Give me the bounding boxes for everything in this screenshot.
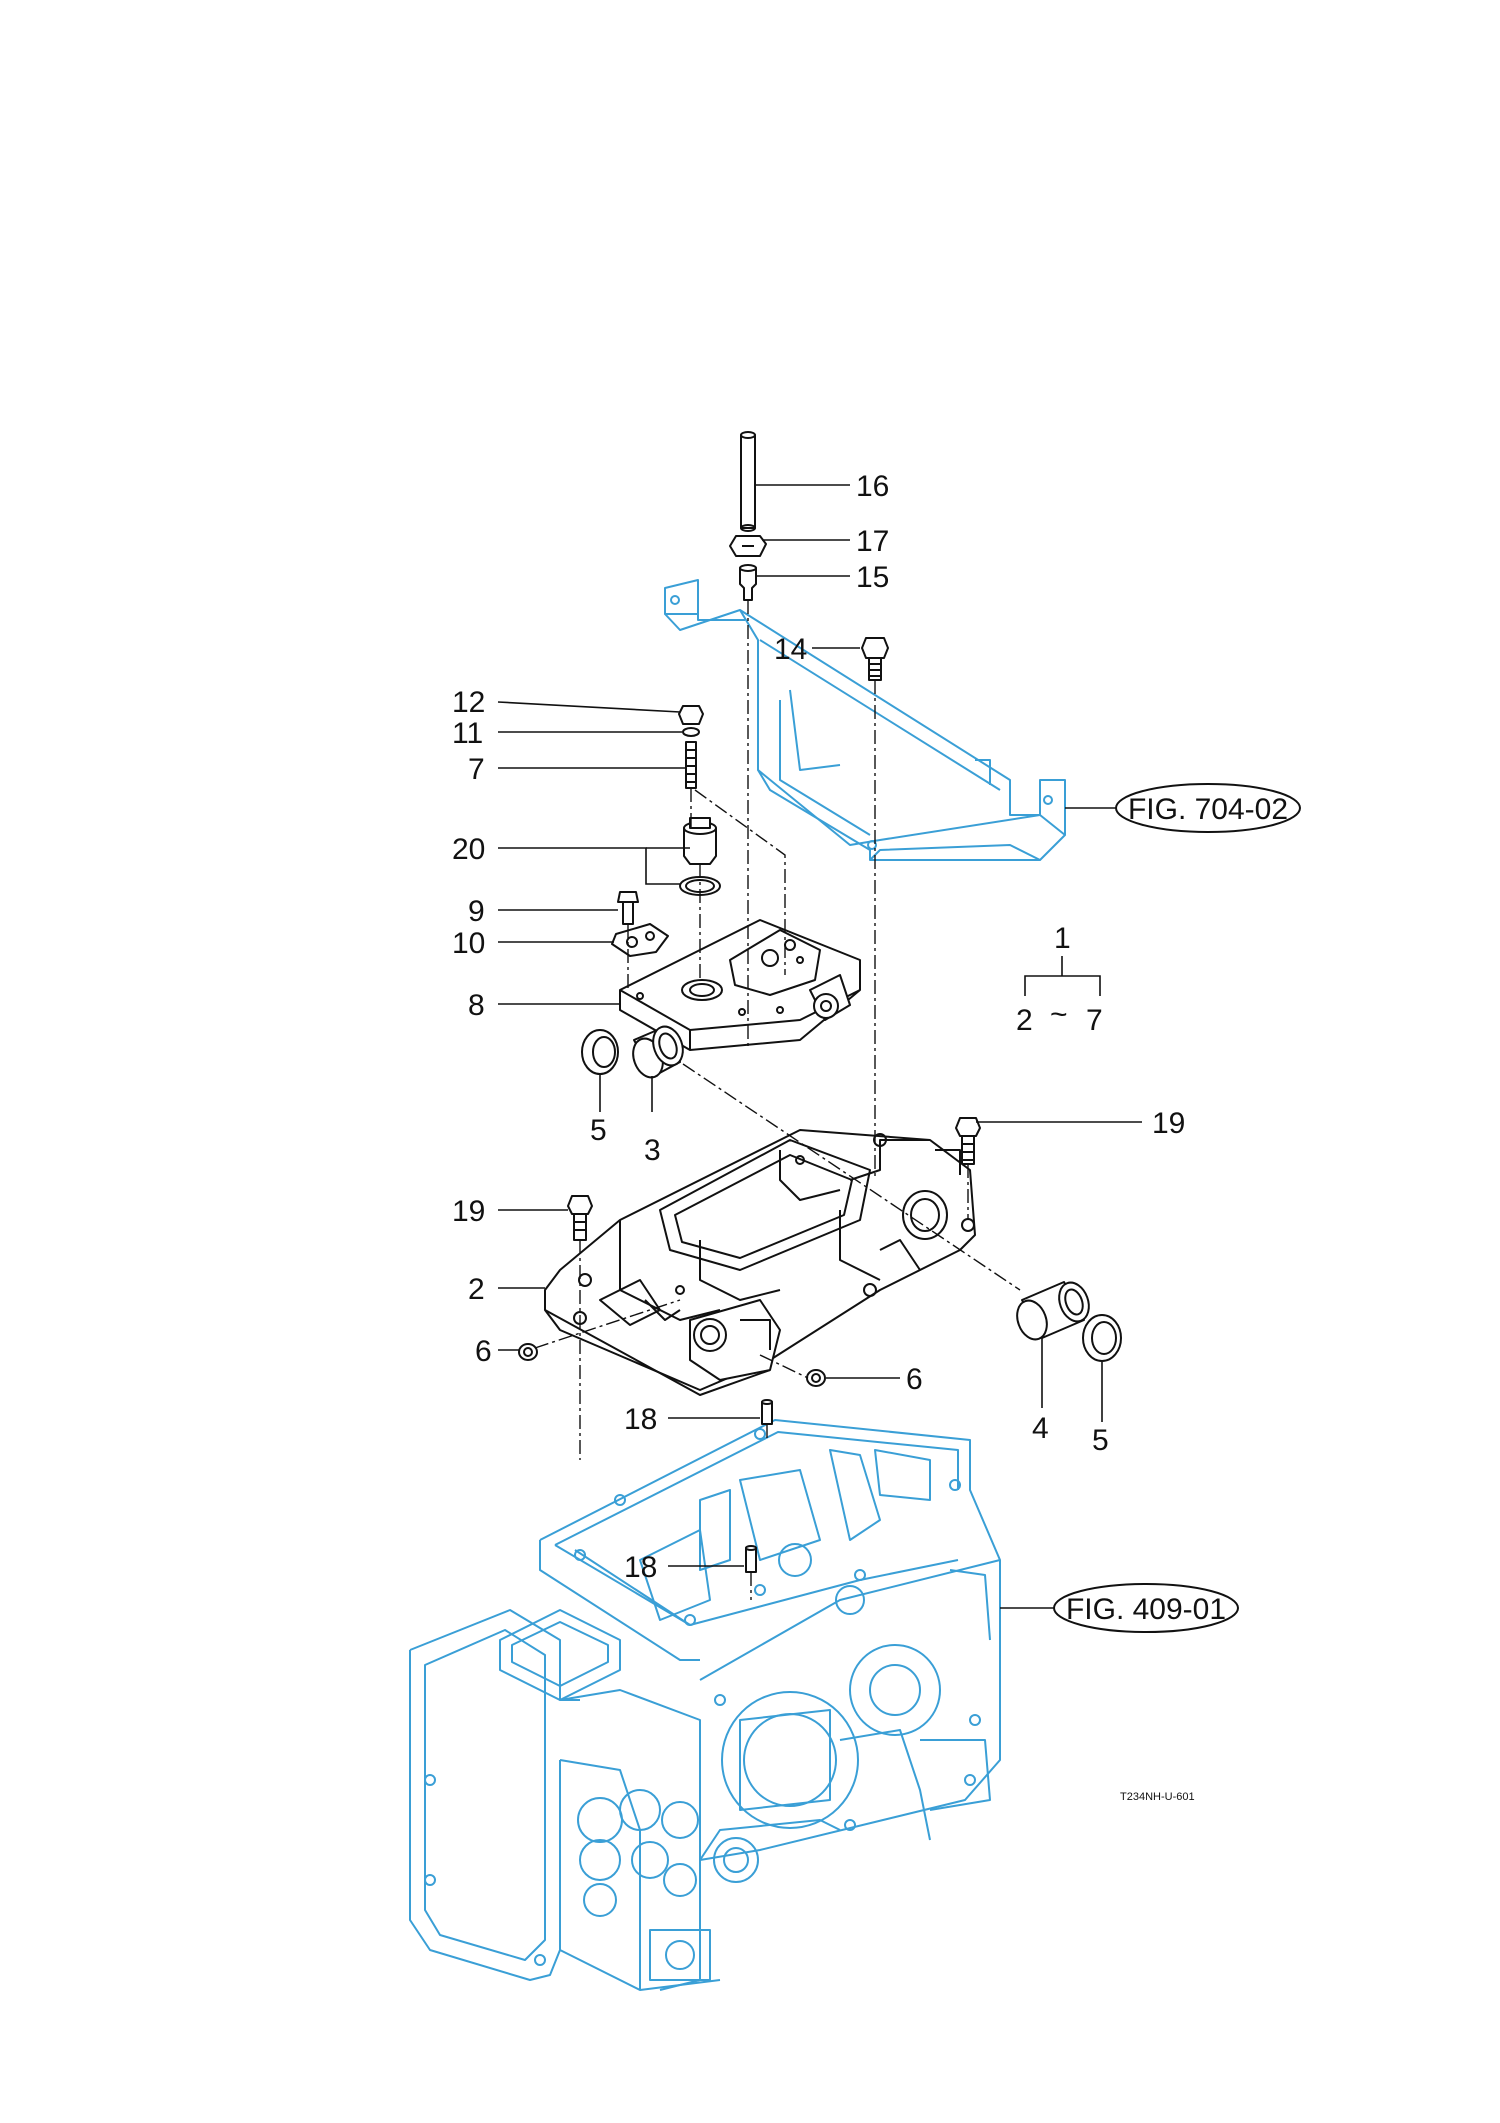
assembly-group-indicator: 1 2 ~ 7 (1016, 922, 1103, 1037)
assembly-range-to: 7 (1086, 1004, 1103, 1037)
part-5-seal-upper (581, 1029, 619, 1075)
callout-17: 17 (856, 525, 889, 558)
callout-19-left: 19 (452, 1195, 485, 1228)
part-10-plate (611, 923, 669, 957)
callout-labels: 16 17 15 14 12 11 7 20 9 10 8 5 3 19 19 … (452, 470, 1185, 1584)
part-4-bushing (1016, 1281, 1090, 1341)
part-2-housing (544, 1129, 976, 1396)
part-9-bolt (617, 891, 639, 925)
drawing-code: T234NH-U-601 (1120, 1791, 1195, 1803)
part-14-bolt (861, 637, 889, 681)
alignment-lines (534, 600, 1021, 1600)
figure-ref-case-text: FIG. 409-01 (1066, 1593, 1226, 1626)
callout-9: 9 (468, 895, 485, 928)
frame-bracket-reference (664, 579, 1066, 861)
leader-lines (497, 484, 1142, 1609)
callout-7: 7 (468, 753, 485, 786)
part-8-cover (619, 919, 861, 1051)
transmission-case-reference (409, 1419, 1001, 1991)
assembly-range-tilde: ~ (1050, 998, 1068, 1031)
callout-5-upper: 5 (590, 1114, 607, 1147)
part-18-dowel-lower (745, 1545, 757, 1573)
callout-8: 8 (468, 989, 485, 1022)
part-15-pin (739, 564, 757, 601)
callout-18-lower: 18 (624, 1551, 657, 1584)
figure-ref-frame-text: FIG. 704-02 (1128, 793, 1288, 826)
assembly-number: 1 (1054, 922, 1071, 955)
callout-10: 10 (452, 927, 485, 960)
part-6-plug-left (518, 1343, 538, 1361)
callout-16: 16 (856, 470, 889, 503)
part-19-bolt-right (955, 1117, 981, 1165)
callout-3: 3 (644, 1134, 661, 1167)
callout-15: 15 (856, 561, 889, 594)
part-6-plug-right (806, 1369, 826, 1387)
callout-2: 2 (468, 1273, 485, 1306)
part-19-bolt-left (567, 1195, 593, 1241)
figure-ref-frame: FIG. 704-02 (1115, 783, 1301, 833)
part-3-bushing (632, 1025, 684, 1079)
callout-4: 4 (1032, 1412, 1049, 1445)
part-17-clip (729, 535, 767, 557)
callout-5-lower: 5 (1092, 1424, 1109, 1457)
callout-12: 12 (452, 686, 485, 719)
callout-18-upper: 18 (624, 1403, 657, 1436)
callout-6-left: 6 (475, 1335, 492, 1368)
assembly-range-from: 2 (1016, 1004, 1033, 1037)
callout-6-right: 6 (906, 1363, 923, 1396)
callout-14: 14 (774, 633, 807, 666)
part-12-nut (678, 705, 704, 725)
part-7-stud (685, 741, 697, 789)
part-16-shaft (740, 431, 756, 532)
callout-20: 20 (452, 833, 485, 866)
callout-19-right: 19 (1152, 1107, 1185, 1140)
part-18-dowel-upper (761, 1399, 773, 1425)
callout-11: 11 (452, 717, 483, 750)
figure-ref-case: FIG. 409-01 (1053, 1583, 1239, 1633)
part-11-washer (682, 727, 700, 737)
part-5-seal-lower (1082, 1314, 1122, 1362)
